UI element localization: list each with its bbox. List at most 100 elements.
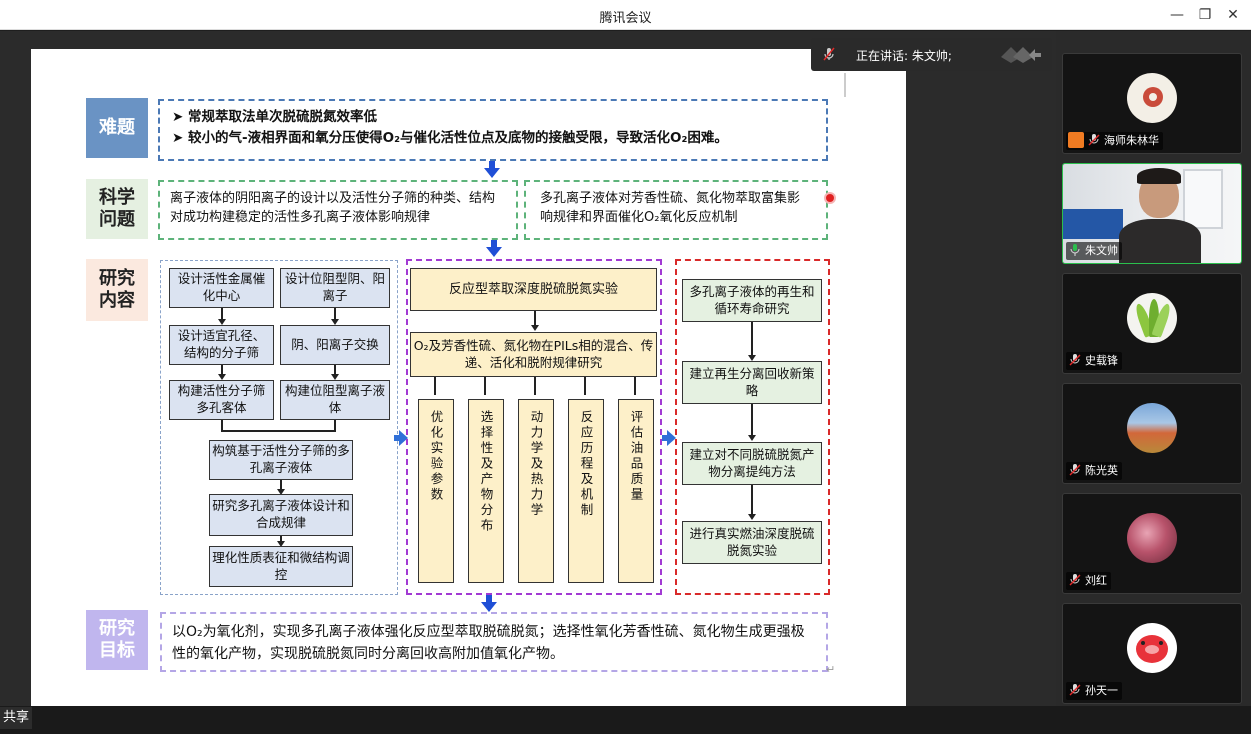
arrowhead-icon [331, 319, 339, 325]
pin-icon[interactable] [999, 45, 1043, 65]
problem-item: ➤ 常规萃取法单次脱硫脱氮效率低 [172, 109, 378, 125]
participant-name-bar: 史载锋 [1066, 352, 1122, 370]
shared-slide: 难题 ➤ 常规萃取法单次脱硫脱氮效率低 ➤ 较小的气-液相界面和氧分压使得O₂与… [31, 49, 906, 706]
label-kexue: 科学 问题 [86, 179, 148, 239]
participant-name-bar: 朱文帅 [1066, 242, 1122, 260]
window-title: 腾讯会议 [599, 11, 652, 26]
participant-name-bar: 刘红 [1066, 572, 1111, 590]
return-mark-icon: ↵ [826, 663, 836, 676]
down-arrow-icon [486, 247, 502, 257]
left-chain-box: 理化性质表征和微结构调控 [209, 546, 353, 587]
connector-line [280, 536, 282, 542]
connector-line [221, 430, 336, 432]
arrowhead-icon [748, 355, 756, 361]
participant-name: 陈光英 [1085, 464, 1118, 477]
right-arrow-icon [667, 430, 676, 446]
left-grid-cell: 阴、阳离子交换 [280, 325, 390, 365]
down-arrow-stem [491, 240, 497, 248]
left-grid-cell: 设计适宜孔径、结构的分子筛 [169, 325, 274, 365]
participant-tile[interactable]: 孙天一 [1062, 603, 1242, 704]
label-mubiao: 研究 目标 [86, 610, 148, 670]
close-icon[interactable]: ✕ [1227, 7, 1239, 23]
right-col-box: 进行真实燃油深度脱硫脱氮实验 [682, 521, 822, 564]
title-bar: 腾讯会议 — ❐ ✕ [0, 0, 1251, 30]
goal-box: 以O₂为氧化剂，实现多孔离子液体强化反应型萃取脱硫脱氮；选择性氧化芳香性硫、氮化… [160, 612, 828, 672]
arrowhead-icon [331, 374, 339, 380]
right-column-box [675, 259, 830, 595]
participant-name: 海师朱林华 [1104, 134, 1159, 147]
participant-tile[interactable]: 史载锋 [1062, 273, 1242, 374]
participant-name: 孙天一 [1085, 684, 1118, 697]
mic-muted-icon [1069, 354, 1081, 366]
speaking-banner: 正在讲话: 朱文帅; [811, 38, 1052, 71]
arrowhead-icon [218, 374, 226, 380]
science-left-box: 离子液体的阴阳离子的设计以及活性分子筛的种类、结构对成功构建稳定的活性多孔离子液… [158, 180, 518, 240]
restore-icon[interactable]: ❐ [1198, 7, 1212, 23]
host-icon [1068, 132, 1084, 148]
video-feed [1063, 164, 1241, 263]
avatar [1127, 73, 1177, 123]
left-chain-box: 研究多孔离子液体设计和合成规律 [209, 494, 353, 536]
arrowhead-icon [748, 514, 756, 520]
label-nanti: 难题 [86, 98, 148, 158]
share-button[interactable]: 共享 [0, 707, 33, 729]
arrowhead-icon [531, 325, 539, 331]
connector-line [584, 377, 586, 395]
science-right-box: 多孔离子液体对芳香性硫、氮化物萃取富集影响规律和界面催化O₂氧化反应机制 [524, 180, 828, 240]
participant-tile[interactable]: 陈光英 [1062, 383, 1242, 484]
mic-muted-icon [1088, 134, 1100, 146]
connector-line [751, 322, 753, 356]
down-arrow-stem [489, 161, 495, 169]
connector-line [751, 404, 753, 436]
connector-line [434, 377, 436, 395]
mid-vertical-box: 选择性及产物分布 [468, 399, 504, 583]
participant-name: 刘红 [1085, 574, 1107, 587]
left-grid-cell: 构建位阻型离子液体 [280, 380, 390, 420]
avatar [1127, 513, 1177, 563]
arrowhead-icon [218, 319, 226, 325]
connector-line [534, 377, 536, 395]
minimize-icon[interactable]: — [1170, 7, 1184, 23]
right-col-box: 建立再生分离回收新策略 [682, 361, 822, 404]
connector-line [334, 365, 336, 374]
mic-muted-icon [1069, 684, 1081, 696]
participant-tile[interactable]: 朱文帅 [1062, 163, 1242, 264]
connector-line [534, 311, 536, 325]
arrowhead-icon [277, 489, 285, 495]
connector-line [634, 377, 636, 395]
right-arrow-stem [394, 435, 400, 441]
mic-active-icon [1070, 244, 1080, 256]
participant-name-bar: 孙天一 [1066, 682, 1122, 700]
connector-line [334, 308, 336, 319]
participant-name-bar: 海师朱林华 [1066, 132, 1163, 150]
left-chain-box: 构筑基于活性分子筛的多孔离子液体 [209, 440, 353, 480]
left-column-box [160, 260, 398, 595]
avatar [1127, 623, 1177, 673]
problem-item: ➤ 较小的气-液相界面和氧分压使得O₂与催化活性位点及底物的接触受限，导致活化O… [172, 129, 728, 146]
mic-muted-icon [823, 47, 835, 61]
connector-line [221, 420, 223, 430]
mid-vertical-box: 反应历程及机制 [568, 399, 604, 583]
label-yanjiu: 研究 内容 [86, 259, 148, 321]
participant-name-bar: 陈光英 [1066, 462, 1122, 480]
right-arrow-stem [662, 435, 668, 441]
scrollbar-thumb[interactable] [844, 73, 846, 97]
mid-vertical-box: 评估油品质量 [618, 399, 654, 583]
avatar [1127, 293, 1177, 343]
left-grid-cell: 设计位阻型阴、阳离子 [280, 268, 390, 308]
laser-pointer-dot [826, 194, 834, 202]
participant-name: 史载锋 [1085, 354, 1118, 367]
connector-line [334, 420, 336, 430]
participant-tile[interactable]: 海师朱林华 [1062, 53, 1242, 154]
right-col-box: 建立对不同脱硫脱氮产物分离提纯方法 [682, 442, 822, 485]
mic-muted-icon [1069, 464, 1081, 476]
left-grid-cell: 构建活性分子筛多孔客体 [169, 380, 274, 420]
mid-second-box: O₂及芳香性硫、氮化物在PILs相的混合、传递、活化和脱附规律研究 [410, 332, 657, 377]
left-grid-cell: 设计活性金属催化中心 [169, 268, 274, 308]
participant-panel: 海师朱林华 朱文帅 史载锋 陈光英 刘红 [1056, 31, 1251, 706]
mid-top-box: 反应型萃取深度脱硫脱氮实验 [410, 268, 657, 311]
down-arrow-icon [481, 602, 497, 612]
participant-tile[interactable]: 刘红 [1062, 493, 1242, 594]
participant-name: 朱文帅 [1085, 244, 1118, 257]
arrowhead-icon [748, 435, 756, 441]
